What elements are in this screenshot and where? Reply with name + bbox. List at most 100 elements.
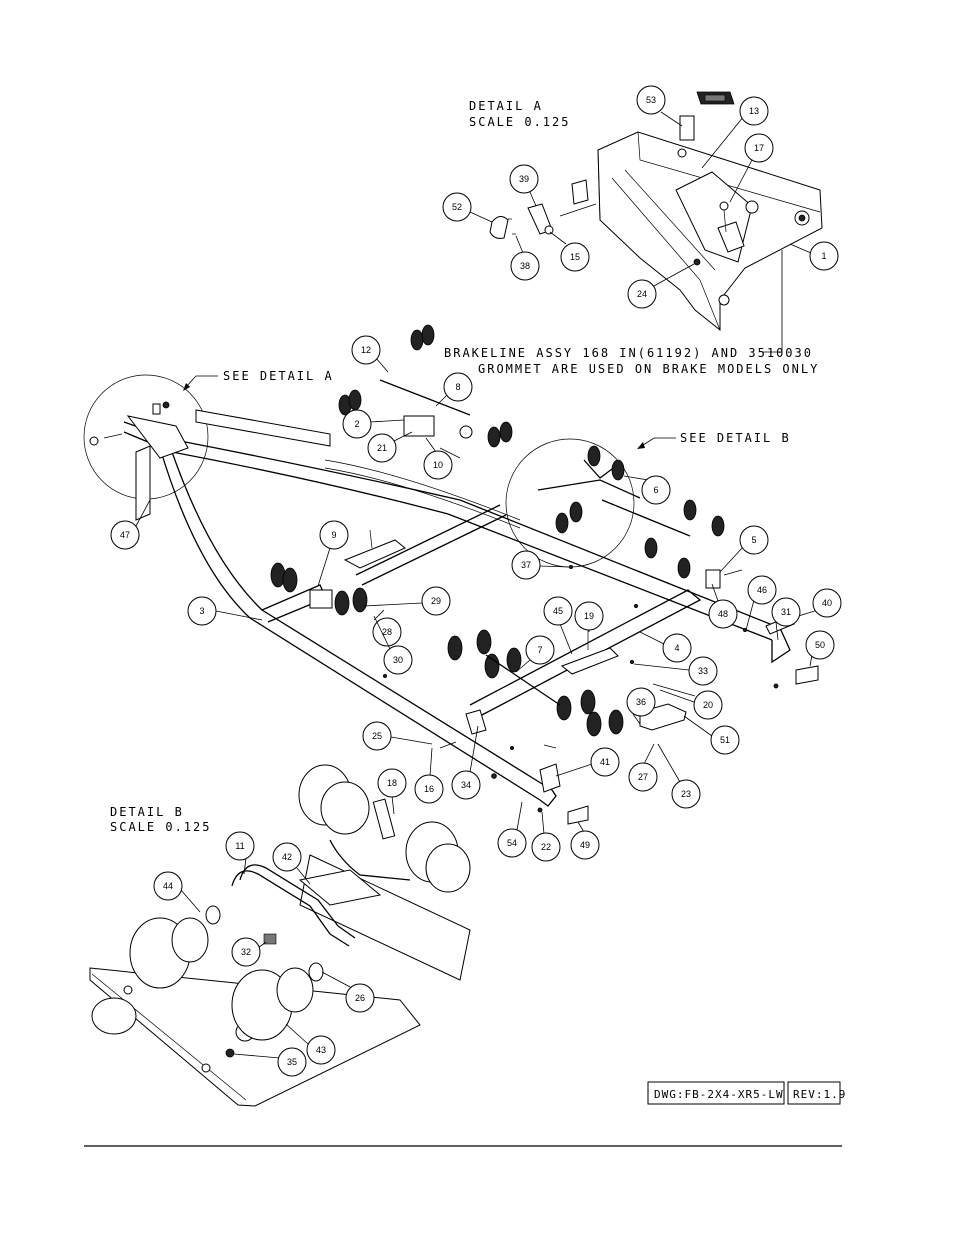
- see-detail-b-label: SEE DETAIL B: [680, 431, 791, 445]
- svg-text:21: 21: [377, 443, 387, 453]
- callout-bubble: 12: [351, 335, 389, 373]
- svg-text:31: 31: [781, 607, 791, 617]
- svg-text:2: 2: [354, 419, 359, 429]
- svg-text:18: 18: [387, 778, 397, 788]
- svg-text:40: 40: [822, 598, 832, 608]
- rear-hardware: [537, 615, 819, 825]
- callout-bubble: 43: [285, 1023, 336, 1065]
- brakeline-leader: [762, 250, 783, 353]
- drawing-number: DWG:FB-2X4-XR5-LW: [654, 1088, 784, 1101]
- callout-bubble: 44: [153, 871, 201, 913]
- callout-bubble: 48: [708, 583, 738, 629]
- callout-bubble: 11: [225, 831, 255, 875]
- callout-bubble: 20: [659, 689, 723, 720]
- detail-a-coupler: [489, 91, 823, 332]
- brakeline-note-line-1: BRAKELINE ASSY 168 IN(61192) AND 3510030: [444, 346, 813, 360]
- callout-bubble: 51: [683, 715, 740, 755]
- svg-text:38: 38: [520, 261, 530, 271]
- title-block-revision-box: [787, 1081, 841, 1105]
- callout-bubble: 22: [531, 811, 561, 862]
- callout-bubble: 3: [187, 596, 263, 626]
- callout-bubble: 30: [373, 615, 413, 675]
- callout-bubble: 5: [719, 525, 769, 573]
- mid-roller-assembly-left: [270, 529, 406, 616]
- callout-bubble: 32: [231, 937, 267, 967]
- callout-bubble: 18: [377, 768, 407, 815]
- svg-text:43: 43: [316, 1045, 326, 1055]
- callout-bubble: 35: [233, 1047, 307, 1077]
- svg-text:22: 22: [541, 842, 551, 852]
- detail-b-circle: [505, 438, 635, 568]
- svg-text:5: 5: [751, 535, 756, 545]
- callout-bubble: 29: [363, 586, 451, 616]
- svg-text:36: 36: [636, 697, 646, 707]
- svg-text:17: 17: [754, 143, 764, 153]
- callout-bubble: 54: [497, 801, 527, 858]
- callout-bubble: 41: [555, 747, 620, 777]
- svg-text:51: 51: [720, 735, 730, 745]
- detail-a-scale: SCALE 0.125: [469, 115, 570, 129]
- callout-bubble: 27: [628, 743, 658, 792]
- callout-bubble: 47: [110, 499, 151, 550]
- callout-bubble: 10: [423, 437, 453, 480]
- svg-text:13: 13: [749, 106, 759, 116]
- callout-bubble: 8: [435, 372, 473, 407]
- svg-text:29: 29: [431, 596, 441, 606]
- svg-text:53: 53: [646, 95, 656, 105]
- svg-text:33: 33: [698, 666, 708, 676]
- svg-text:26: 26: [355, 993, 365, 1003]
- callout-bubble: 13: [701, 96, 769, 169]
- svg-text:11: 11: [235, 841, 244, 851]
- svg-text:10: 10: [433, 460, 443, 470]
- detail-b-title: DETAIL B: [110, 805, 184, 819]
- svg-text:46: 46: [757, 585, 767, 595]
- revision-number: REV:1.9: [793, 1088, 846, 1101]
- svg-text:6: 6: [653, 485, 658, 495]
- callout-bubble: 37: [511, 550, 571, 580]
- svg-text:48: 48: [718, 609, 728, 619]
- svg-text:8: 8: [455, 382, 460, 392]
- callout-bubble: 26: [321, 971, 375, 1013]
- svg-text:39: 39: [519, 174, 529, 184]
- callout-bubble: 42: [272, 842, 311, 885]
- callout-bubble: 19: [574, 601, 604, 632]
- svg-text:50: 50: [815, 640, 825, 650]
- svg-text:16: 16: [424, 784, 434, 794]
- svg-text:44: 44: [163, 881, 173, 891]
- callout-bubble: 36: [626, 687, 656, 725]
- svg-text:30: 30: [393, 655, 403, 665]
- callout-bubble: 46: [745, 575, 777, 631]
- svg-text:45: 45: [553, 606, 563, 616]
- callout-bubble: 53: [636, 85, 683, 127]
- callout-bubble: 25: [362, 721, 433, 751]
- svg-text:4: 4: [674, 643, 679, 653]
- svg-text:42: 42: [282, 852, 292, 862]
- svg-text:28: 28: [382, 627, 392, 637]
- mid-roller-assembly-right: [439, 624, 624, 749]
- brakeline-note-line-2: GROMMET ARE USED ON BRAKE MODELS ONLY: [478, 362, 819, 376]
- callout-bubble: 4: [639, 631, 692, 663]
- callout-bubble: 49: [570, 821, 600, 860]
- callout-bubble: 34: [451, 725, 481, 800]
- svg-text:25: 25: [372, 731, 382, 741]
- callout-bubble: 24: [627, 263, 695, 309]
- svg-text:35: 35: [287, 1057, 297, 1067]
- callout-bubble: 2: [342, 409, 405, 439]
- callout-bubble: 16: [414, 747, 444, 804]
- svg-text:52: 52: [452, 202, 462, 212]
- svg-text:1: 1: [821, 251, 826, 261]
- callout-bubble: 15: [549, 231, 590, 272]
- svg-text:7: 7: [537, 645, 542, 655]
- callout-bubble: 9: [317, 520, 349, 587]
- callout-bubble: 23: [657, 743, 701, 809]
- svg-text:27: 27: [638, 772, 648, 782]
- callout-bubble: 31: [771, 597, 801, 641]
- svg-text:3: 3: [199, 606, 204, 616]
- svg-text:9: 9: [331, 530, 336, 540]
- trailer-frame: [89, 401, 791, 807]
- rear-roller-assembly: [537, 445, 743, 589]
- front-roller-assembly: [338, 324, 513, 459]
- svg-text:54: 54: [507, 838, 517, 848]
